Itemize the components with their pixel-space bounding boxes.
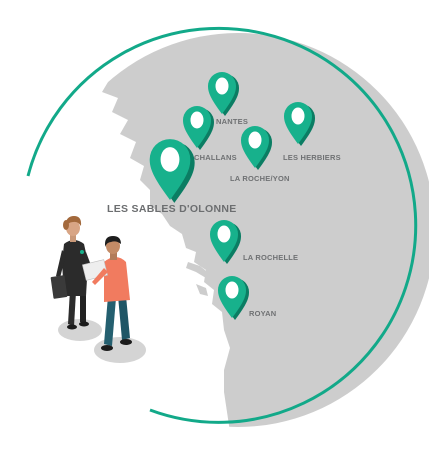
pin-la-roche-yon[interactable] bbox=[241, 126, 272, 170]
ring-arc bbox=[26, 26, 418, 424]
city-label-les-herbiers: LES HERBIERS bbox=[283, 153, 341, 162]
city-label-challans: CHALLANS bbox=[194, 153, 237, 162]
city-label-la-rochelle: LA ROCHELLE bbox=[243, 253, 299, 262]
pin-la-rochelle[interactable] bbox=[210, 220, 241, 264]
city-label-nantes: NANTES bbox=[216, 117, 249, 126]
city-label-les-sables-dolonne: LES SABLES D'OLONNE bbox=[107, 203, 237, 215]
pin-nantes[interactable] bbox=[208, 72, 239, 116]
woman-figure bbox=[50, 216, 92, 330]
people-illustration bbox=[50, 216, 146, 363]
city-label-royan: ROYAN bbox=[249, 309, 277, 318]
pin-royan[interactable] bbox=[218, 276, 249, 320]
land-mass bbox=[41, 33, 429, 427]
pin-challans[interactable] bbox=[183, 106, 214, 150]
man-figure bbox=[82, 236, 132, 351]
pin-les-sables-dolonne[interactable] bbox=[149, 139, 195, 203]
pin-les-herbiers[interactable] bbox=[284, 102, 315, 146]
city-label-la-roche-yon: LA ROCHE/YON bbox=[230, 174, 290, 183]
